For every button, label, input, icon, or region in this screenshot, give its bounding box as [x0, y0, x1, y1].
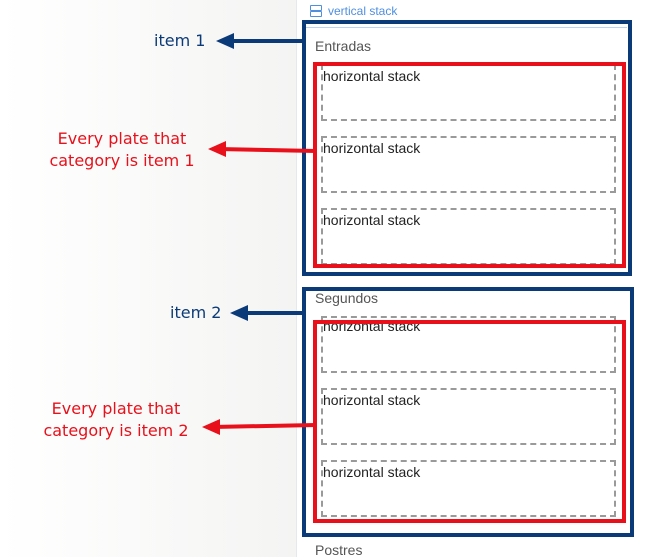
annotation-note-1-line-1: Every plate that — [57, 129, 187, 148]
horizontal-stack-item[interactable]: horizontal stack — [321, 460, 616, 517]
horizontal-stack-item[interactable]: horizontal stack — [321, 388, 616, 445]
selection-line — [305, 27, 627, 28]
item-2-plates-highlight-box — [313, 320, 626, 523]
horizontal-stack-label: horizontal stack — [323, 212, 421, 228]
canvas-background — [0, 0, 296, 557]
annotation-note-1: Every plate that category is item 1 — [44, 128, 200, 172]
horizontal-stack-label: horizontal stack — [323, 68, 421, 84]
item-2-highlight-box — [302, 287, 634, 537]
vertical-stack-header[interactable]: vertical stack — [310, 3, 397, 19]
category-label-segundos: Segundos — [315, 290, 379, 306]
annotation-item-1: item 1 — [154, 31, 206, 50]
vertical-stack-icon — [310, 5, 322, 17]
annotation-item-2: item 2 — [170, 303, 222, 322]
annotation-note-1-line-2: category is item 1 — [49, 151, 195, 170]
horizontal-stack-item[interactable]: horizontal stack — [321, 208, 616, 265]
horizontal-stack-label: horizontal stack — [323, 392, 421, 408]
annotation-note-2-line-1: Every plate that — [51, 399, 181, 418]
horizontal-stack-label: horizontal stack — [323, 140, 421, 156]
annotation-note-2-line-2: category is item 2 — [43, 421, 189, 440]
vertical-stack-label: vertical stack — [328, 4, 398, 18]
category-label-postres: Postres — [315, 542, 363, 557]
item-1-plates-highlight-box — [313, 62, 626, 268]
horizontal-stack-item[interactable]: horizontal stack — [321, 136, 616, 193]
category-label-entradas: Entradas — [315, 38, 372, 54]
horizontal-stack-label: horizontal stack — [323, 464, 421, 480]
annotation-note-2: Every plate that category is item 2 — [38, 398, 194, 442]
